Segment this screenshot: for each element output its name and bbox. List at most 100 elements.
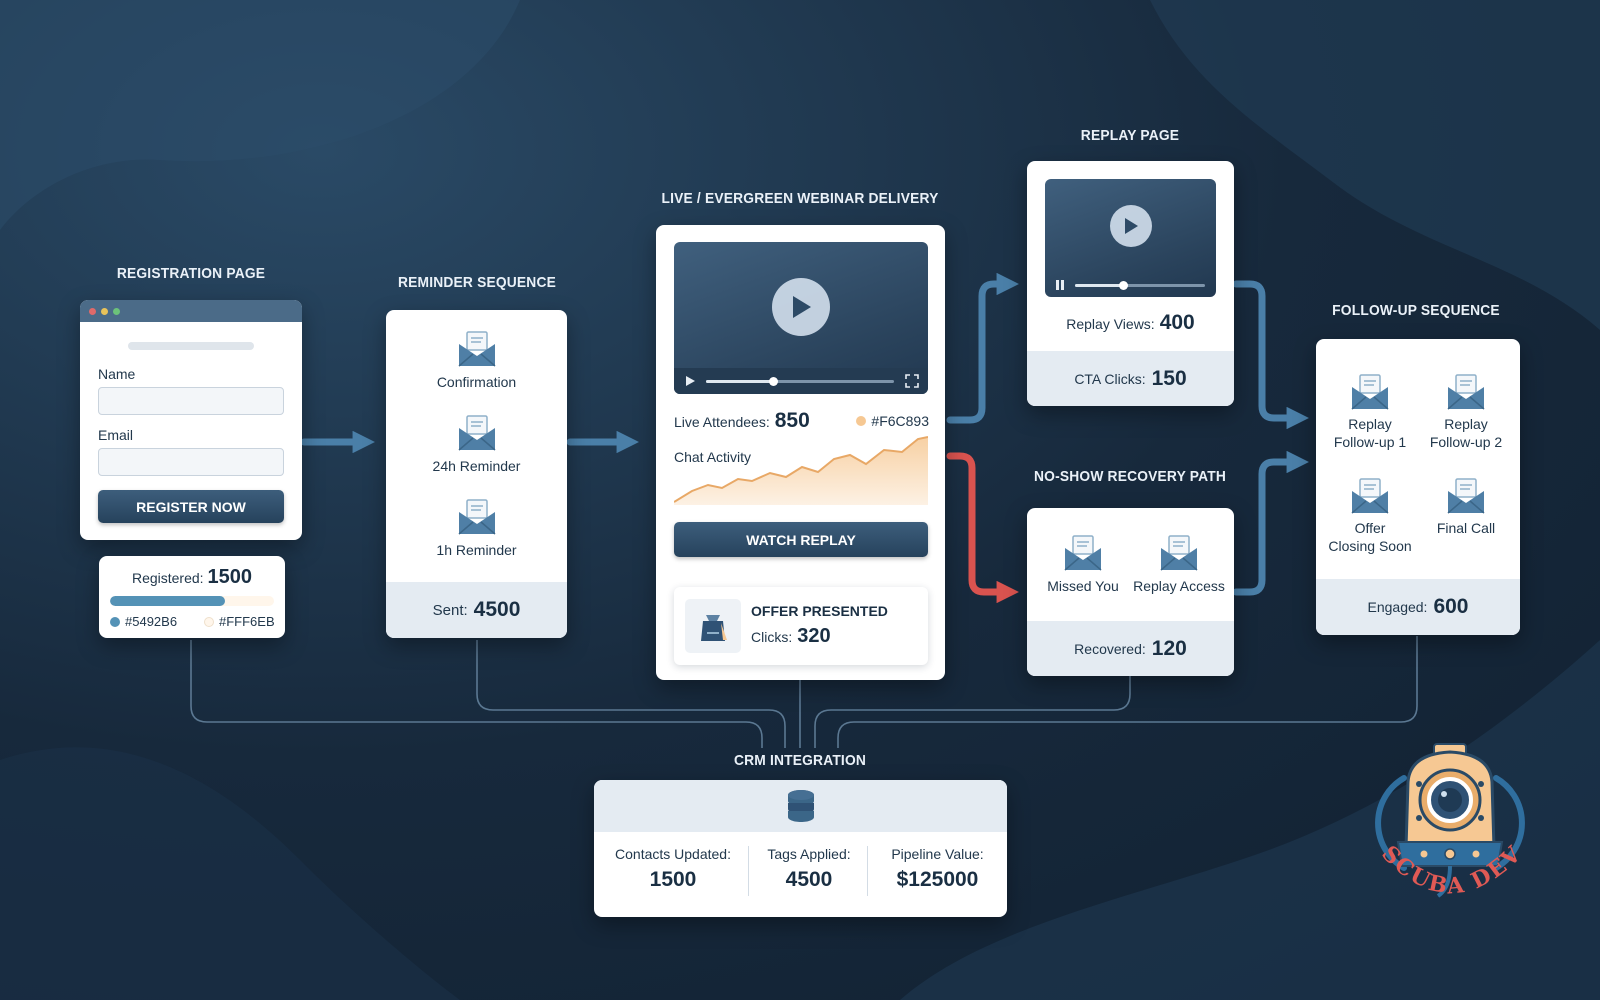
followup-item-4: Final Call [1418, 477, 1514, 537]
noshow-item-label: Missed You [1047, 578, 1119, 594]
name-label: Name [98, 366, 136, 382]
envelope-icon [1447, 374, 1485, 410]
replay-title: REPLAY PAGE [1080, 127, 1180, 144]
window-minimize-dot [101, 307, 108, 315]
offer-clicks-value: 320 [797, 625, 831, 647]
swatch-light-hex: #FFF6EB [219, 614, 275, 629]
crm-metric-pipeline: Pipeline Value: $125000 [868, 846, 1007, 892]
envelope-icon [458, 499, 495, 535]
crm-metric-tags: Tags Applied: 4500 [749, 846, 869, 892]
crm-metric-value: 4500 [785, 868, 833, 891]
pause-icon[interactable] [1055, 279, 1065, 291]
replay-scrubber[interactable] [1075, 281, 1205, 290]
browser-chrome-bar [80, 300, 302, 322]
reminder-item-label: 24h Reminder [432, 458, 521, 474]
registration-progress-track [110, 596, 274, 606]
registration-stats-card: Registered: 1500 #5492B6 #FFF6EB [99, 556, 285, 638]
webinar-video-player[interactable] [674, 242, 928, 394]
registration-title: REGISTRATION PAGE [116, 265, 266, 282]
followup-item-2: Replay Follow-up 2 [1418, 373, 1514, 451]
followup-title: FOLLOW-UP SEQUENCE [1332, 302, 1500, 319]
crm-metric-label: Contacts Updated: [615, 846, 731, 862]
play-small-icon[interactable] [684, 375, 696, 387]
window-maximize-dot [113, 307, 120, 315]
swatch-primary-hex: #5492B6 [125, 614, 178, 629]
recovered-value: 120 [1151, 636, 1187, 660]
noshow-item-replay-access: Replay Access [1131, 534, 1227, 594]
crm-integration-card: Contacts Updated: 1500 Tags Applied: 450… [594, 780, 1007, 917]
swatch-light [204, 616, 214, 627]
swatch-primary [110, 616, 120, 627]
envelope-icon [458, 331, 495, 367]
email-label: Email [98, 427, 134, 443]
envelope-icon [1351, 374, 1389, 410]
followup-item-3: Offer Closing Soon [1322, 477, 1418, 555]
crm-metric-value: 1500 [649, 868, 697, 891]
followup-stats-footer: Engaged: 600 [1316, 579, 1520, 635]
video-scrubber[interactable] [706, 377, 894, 386]
webinar-delivery-card: Live Attendees: 850 #F6C893 Chat Activit… [656, 225, 945, 680]
envelope-icon [458, 415, 495, 451]
envelope-icon [1160, 535, 1198, 571]
registered-value: 1500 [207, 566, 253, 588]
engaged-value: 600 [1433, 595, 1469, 618]
database-icon [787, 790, 814, 822]
noshow-stats-footer: Recovered: 120 [1027, 621, 1234, 676]
chat-activity-label: Chat Activity [674, 449, 752, 465]
watch-replay-button[interactable]: WATCH REPLAY [674, 522, 928, 557]
crm-metric-contacts: Contacts Updated: 1500 [594, 846, 752, 892]
crm-metric-label: Pipeline Value: [891, 846, 984, 862]
accent-hex: #F6C893 [871, 413, 929, 429]
followup-item-label: Final Call [1436, 520, 1496, 536]
crm-metric-label: Tags Applied: [767, 846, 851, 862]
register-now-button[interactable]: REGISTER NOW [98, 490, 284, 523]
offer-title: OFFER PRESENTED [751, 603, 888, 619]
scrubber-handle[interactable] [1119, 281, 1128, 290]
followup-item-label: Replay Follow-up 1 [1333, 416, 1407, 450]
reminder-title: REMINDER SEQUENCE [397, 274, 557, 291]
chat-activity-sparkline [674, 436, 928, 505]
cta-clicks-label: CTA Clicks: [1074, 370, 1146, 387]
registration-progress-fill [110, 596, 225, 606]
followup-item-label: Replay Follow-up 2 [1429, 416, 1503, 450]
email-input[interactable] [98, 448, 284, 476]
envelope-icon [1064, 535, 1102, 571]
fullscreen-icon[interactable] [905, 374, 919, 388]
reminder-sequence-card: Confirmation 24h Reminder 1h Reminder Se… [386, 310, 567, 638]
attendees-label: Live Attendees: [674, 414, 770, 430]
followup-item-label: Offer Closing Soon [1328, 520, 1412, 554]
reminder-stats-footer: Sent: 4500 [386, 582, 567, 638]
sent-value: 4500 [473, 598, 521, 621]
noshow-item-label: Replay Access [1133, 578, 1225, 594]
crm-title: CRM INTEGRATION [733, 752, 867, 769]
reminder-item-label: Confirmation [436, 374, 517, 390]
scrubber-handle[interactable] [769, 377, 778, 386]
replay-video-player[interactable] [1045, 179, 1216, 297]
engaged-label: Engaged: [1367, 599, 1428, 615]
replay-stats-footer: CTA Clicks: 150 [1027, 351, 1234, 406]
window-close-dot [89, 307, 96, 315]
envelope-icon [1351, 478, 1389, 514]
replay-views-value: 400 [1159, 311, 1195, 334]
offer-presented-panel: OFFER PRESENTED Clicks: 320 [674, 587, 928, 665]
delivery-title: LIVE / EVERGREEN WEBINAR DELIVERY [661, 190, 939, 207]
replay-page-card: Replay Views: 400 CTA Clicks: 150 [1027, 161, 1234, 406]
play-icon[interactable] [1110, 205, 1152, 247]
diver-helmet-logo: SCUBA DEV [1375, 743, 1526, 900]
name-input[interactable] [98, 387, 284, 415]
crm-metric-value: $125000 [896, 868, 979, 891]
crm-divider [867, 846, 868, 896]
offer-clicks-label: Clicks: [751, 629, 793, 645]
crm-divider [748, 846, 749, 896]
noshow-title: NO-SHOW RECOVERY PATH [1034, 468, 1226, 485]
offer-bag-icon [685, 599, 741, 653]
accent-swatch [856, 416, 867, 426]
replay-control-bar [1045, 273, 1216, 297]
replay-views-label: Replay Views: [1066, 316, 1155, 332]
registered-label: Registered: [131, 570, 204, 586]
reminder-item-label: 1h Reminder [436, 542, 517, 558]
followup-item-1: Replay Follow-up 1 [1322, 373, 1418, 451]
noshow-item-missed-you: Missed You [1037, 534, 1129, 594]
play-icon[interactable] [772, 278, 830, 336]
recovered-label: Recovered: [1074, 640, 1146, 657]
